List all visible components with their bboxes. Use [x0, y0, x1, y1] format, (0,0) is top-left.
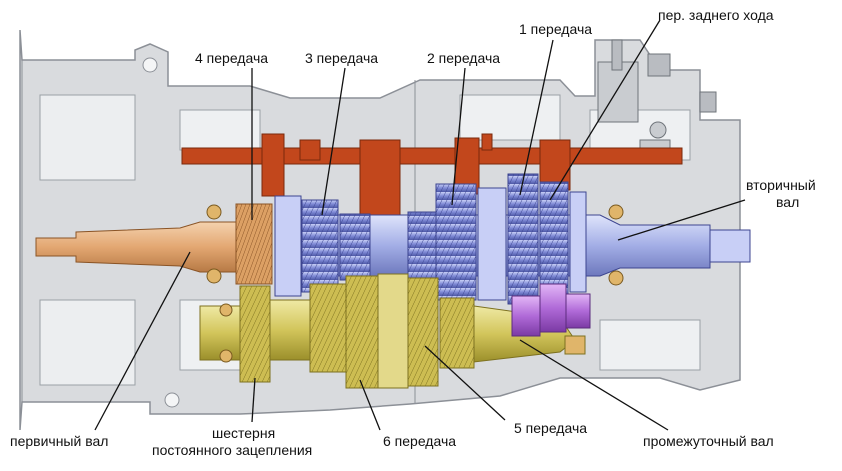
label-gear-4: 4 передача — [195, 50, 268, 66]
label-reverse-gear: пер. заднего хода — [658, 7, 774, 23]
leader-lines — [94, 19, 746, 431]
label-output-shaft-line1: вторичный — [746, 177, 816, 193]
label-gear-6: 6 передача — [383, 433, 456, 449]
label-input-shaft: первичный вал — [10, 433, 108, 449]
label-output-shaft-line2: вал — [776, 194, 799, 210]
label-constant-mesh-line1: шестерня — [212, 425, 275, 441]
label-constant-mesh-line2: постоянного зацепления — [152, 442, 312, 458]
labels: 4 передача 3 передача 2 передача 1 перед… — [10, 7, 816, 458]
reverse-idler-gear — [511, 283, 591, 337]
label-countershaft: промежуточный вал — [643, 433, 774, 449]
label-gear-3: 3 передача — [305, 50, 378, 66]
label-gear-5: 5 передача — [514, 420, 587, 436]
shift-fork-rail — [181, 133, 683, 221]
label-gear-2: 2 передача — [427, 50, 500, 66]
input-shaft — [35, 203, 273, 285]
label-gear-1: 1 передача — [519, 21, 592, 37]
countershaft — [199, 273, 586, 389]
bearings — [206, 204, 624, 363]
